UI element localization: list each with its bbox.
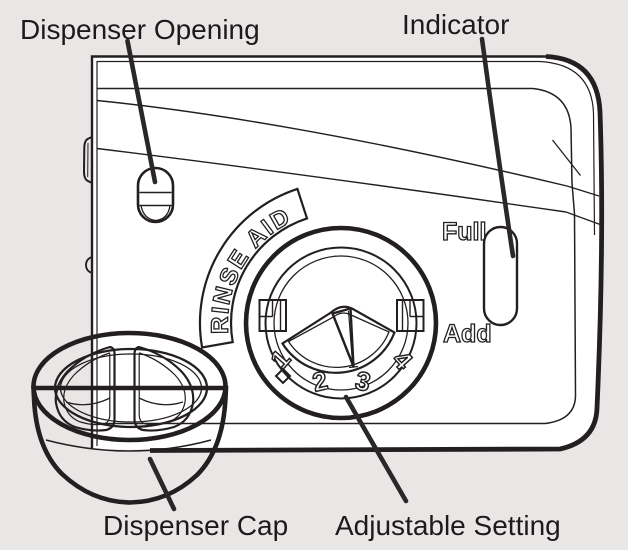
opening-inner-arc <box>140 205 171 222</box>
cap-right-wing <box>133 345 195 432</box>
dial-fan-window <box>280 305 396 374</box>
right-tab-inner <box>409 300 424 318</box>
body-edge-inner-line <box>96 60 596 446</box>
add-text: Add <box>443 320 492 348</box>
dial-right-tab <box>396 299 425 332</box>
cap-rim-inner <box>59 353 203 423</box>
dial-outer-ring <box>243 225 439 421</box>
leader-dispenser-cap <box>147 456 177 512</box>
full-text: Full <box>442 218 486 246</box>
corner-crease-line <box>551 139 582 176</box>
left-tab-inner <box>259 300 274 318</box>
indicator-window: Full Add <box>441 217 519 349</box>
cap-left-wing <box>54 345 116 432</box>
dispenser-cap <box>31 330 229 505</box>
leader-lines <box>125 36 516 512</box>
band-shape <box>198 187 309 349</box>
dial-knob-circle <box>273 255 409 391</box>
body-face <box>92 56 602 450</box>
body-edge-top-left <box>90 55 546 449</box>
dial-min-diamond <box>274 367 292 385</box>
dial-needle-facet <box>347 310 354 364</box>
dial-left-tab <box>258 299 287 332</box>
dispenser-body <box>82 54 605 453</box>
panel-stripe-lower <box>96 147 602 226</box>
cap-left-wing-arc <box>65 397 111 406</box>
dial-needle-pivot <box>348 365 359 369</box>
cap-right-wing-inner <box>138 352 186 426</box>
cap-waist-arc <box>45 439 212 452</box>
leader-dispenser-opening <box>125 38 158 185</box>
left-edge-tab <box>82 136 93 184</box>
indicator-label: Indicator <box>402 9 509 40</box>
leader-adjustable-setting <box>343 394 409 504</box>
left-edge-notch <box>85 256 93 274</box>
dispenser-opening-label: Dispenser Opening <box>20 14 260 45</box>
leader-indicator <box>479 36 516 259</box>
panel-stripe-upper <box>96 99 600 197</box>
cap-rim-outer <box>53 347 209 429</box>
panel-inset-line <box>97 87 577 425</box>
dial-needle <box>331 307 355 368</box>
cap-top-ellipse <box>31 330 228 443</box>
indicator-oval <box>482 225 519 327</box>
callout-labels: Dispenser Opening Indicator Dispenser Ca… <box>20 9 561 541</box>
dispenser-opening-oval <box>136 166 175 224</box>
dispenser-opening <box>136 166 175 224</box>
cap-right-wing-arc <box>138 397 184 406</box>
cap-left-wing-inner <box>63 352 111 426</box>
adjustable-setting-label: Adjustable Setting <box>335 510 561 541</box>
dispenser-cap-label: Dispenser Cap <box>103 510 288 541</box>
dial-inner-circle <box>264 246 418 400</box>
body-edge-thick <box>149 54 605 453</box>
cap-cylinder <box>31 385 229 505</box>
dial-fan-inner-line <box>287 312 390 369</box>
